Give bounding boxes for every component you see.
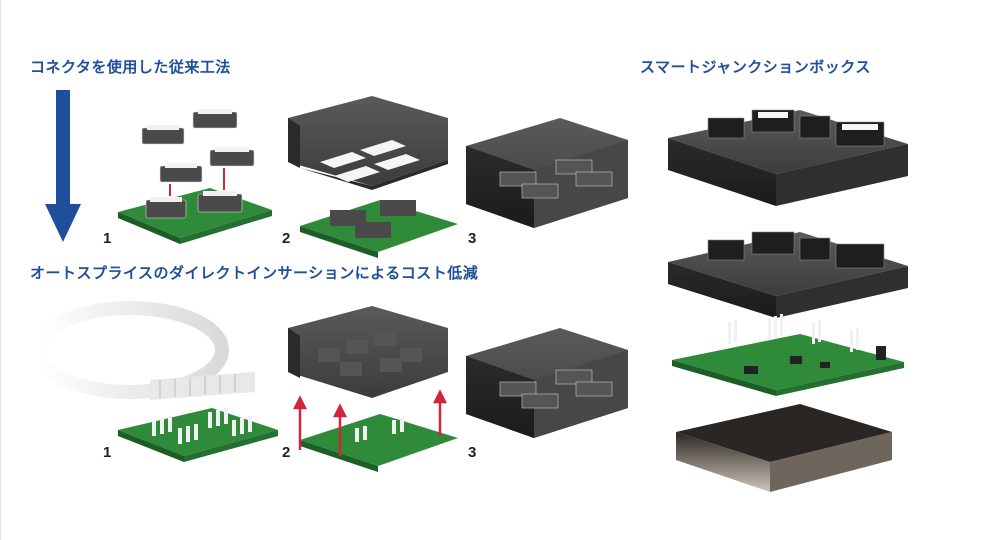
autosplice-reel-image: [31, 301, 255, 400]
smart-junction-box-bottom-cover: [676, 404, 892, 492]
autosplice-step3-assembled-module: [466, 328, 628, 438]
step-label-top-3: 3: [468, 230, 477, 247]
down-arrow-icon: [45, 90, 81, 242]
smart-junction-box-top-cover: [668, 109, 908, 206]
heading-autosplice-cost-reduction: オートスプライスのダイレクトインサーションによるコスト低減: [30, 264, 479, 282]
step-label-bottom-3: 3: [468, 444, 477, 461]
smart-junction-box-pcb: [672, 314, 904, 396]
step-label-bottom-2: 2: [282, 444, 291, 461]
step-label-top-1: 1: [103, 230, 112, 247]
heading-conventional-method: コネクタを使用した従来工法: [30, 58, 231, 76]
heading-smart-junction-box: スマートジャンクションボックス: [640, 58, 871, 76]
smart-junction-box-frame: [668, 231, 908, 318]
step-label-top-2: 2: [282, 230, 291, 247]
conventional-step3-assembled-module: [466, 118, 628, 228]
conventional-step1-pcb-with-connectors: [118, 109, 272, 244]
autosplice-step2-housing-insertion: [288, 306, 458, 472]
autosplice-step1-pcb-with-pins: [118, 408, 278, 462]
left-edge-divider: [0, 0, 1, 540]
conventional-step2-housing-over-pcb: [288, 96, 458, 258]
step-label-bottom-1: 1: [103, 444, 112, 461]
